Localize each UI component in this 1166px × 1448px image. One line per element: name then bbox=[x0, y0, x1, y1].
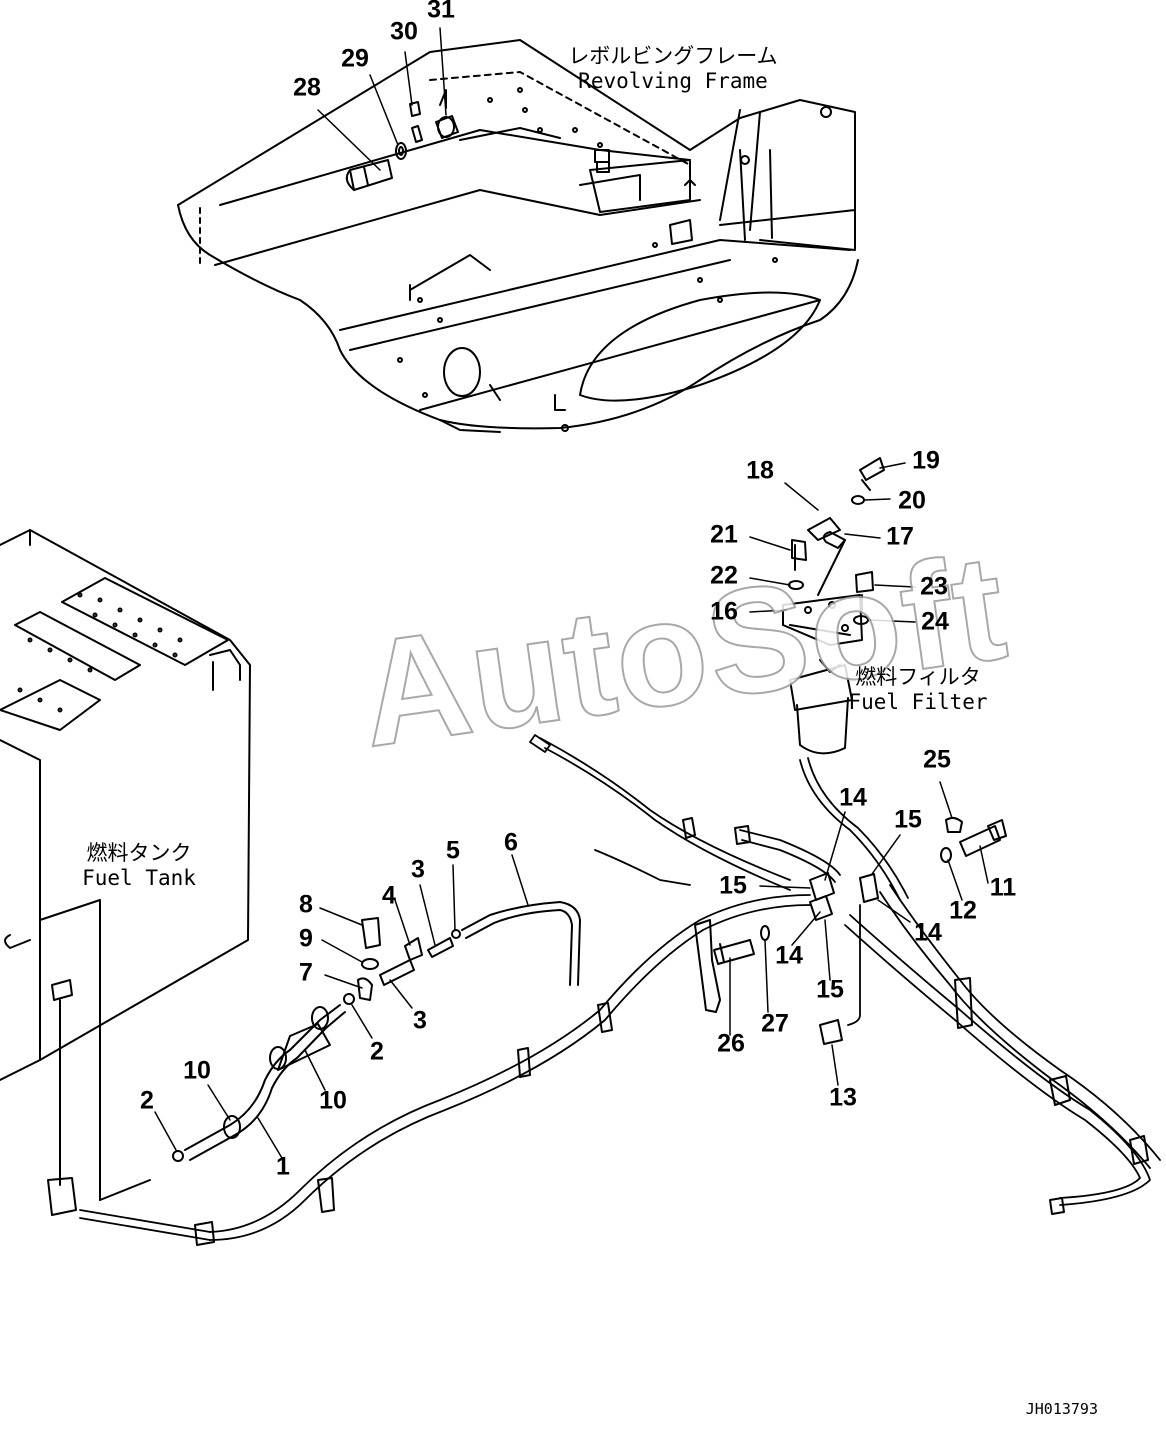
document-number: JH013793 bbox=[1025, 1400, 1098, 1418]
callout-10-left: 10 bbox=[183, 1056, 211, 1085]
revolving-frame-caption-jp: レボルビングフレーム bbox=[568, 44, 778, 68]
callout-1: 1 bbox=[276, 1152, 290, 1181]
callout-4: 4 bbox=[382, 881, 396, 910]
callout-11: 11 bbox=[989, 873, 1017, 902]
callout-14-right: 14 bbox=[914, 918, 942, 947]
fuel-tank-caption: 燃料タンク Fuel Tank bbox=[82, 841, 196, 891]
callout-15-left: 15 bbox=[719, 871, 747, 900]
callout-21: 21 bbox=[710, 520, 738, 549]
callout-27: 27 bbox=[761, 1009, 789, 1038]
callout-19: 19 bbox=[912, 446, 940, 475]
callout-17: 17 bbox=[886, 522, 914, 551]
callout-25: 25 bbox=[923, 745, 951, 774]
fuel-lines bbox=[79, 734, 1161, 1241]
callout-10-right: 10 bbox=[319, 1086, 347, 1115]
callout-3-lower: 3 bbox=[413, 1006, 427, 1035]
hose-assembly-left bbox=[172, 901, 581, 1162]
fuel-filter-assembly bbox=[782, 457, 885, 755]
callout-14-top: 14 bbox=[839, 783, 867, 812]
fuel-filter-caption-jp: 燃料フィルタ bbox=[855, 665, 981, 689]
callout-18: 18 bbox=[746, 456, 774, 485]
fuel-tank-caption-en: Fuel Tank bbox=[82, 866, 196, 891]
callout-28: 28 bbox=[293, 73, 321, 102]
callout-14-left: 14 bbox=[775, 941, 803, 970]
clamps-and-fittings bbox=[47, 816, 1149, 1246]
callout-20: 20 bbox=[898, 486, 926, 515]
callout-24: 24 bbox=[921, 607, 949, 636]
callout-15-lower: 15 bbox=[816, 975, 844, 1004]
leader-lines bbox=[154, 27, 989, 1159]
fuel-filter-caption: 燃料フィルタ Fuel Filter bbox=[848, 665, 987, 715]
callout-15-right: 15 bbox=[894, 805, 922, 834]
revolving-frame-caption-en: Revolving Frame bbox=[578, 69, 768, 94]
callout-22: 22 bbox=[710, 561, 738, 590]
fuel-tank-caption-jp: 燃料タンク bbox=[86, 841, 192, 865]
callout-13: 13 bbox=[829, 1083, 857, 1112]
callout-26: 26 bbox=[717, 1029, 745, 1058]
callout-7: 7 bbox=[299, 958, 313, 987]
callout-8: 8 bbox=[299, 890, 313, 919]
callout-5: 5 bbox=[446, 836, 460, 865]
revolving-frame bbox=[177, 39, 859, 433]
callout-12: 12 bbox=[949, 896, 977, 925]
callout-2-right: 2 bbox=[370, 1037, 384, 1066]
callout-6: 6 bbox=[504, 828, 518, 857]
fuel-filter-caption-en: Fuel Filter bbox=[848, 690, 988, 715]
callout-3-upper: 3 bbox=[411, 855, 425, 884]
frame-hardware bbox=[345, 89, 459, 191]
callout-2-left: 2 bbox=[140, 1086, 154, 1115]
callout-30: 30 bbox=[390, 17, 418, 46]
callout-16: 16 bbox=[710, 597, 738, 626]
callout-29: 29 bbox=[341, 44, 369, 73]
callout-9: 9 bbox=[299, 924, 313, 953]
callout-31: 31 bbox=[427, 0, 455, 24]
fuel-tank bbox=[0, 529, 251, 1201]
revolving-frame-caption: レボルビングフレーム Revolving Frame bbox=[568, 44, 777, 94]
callout-23: 23 bbox=[920, 572, 948, 601]
